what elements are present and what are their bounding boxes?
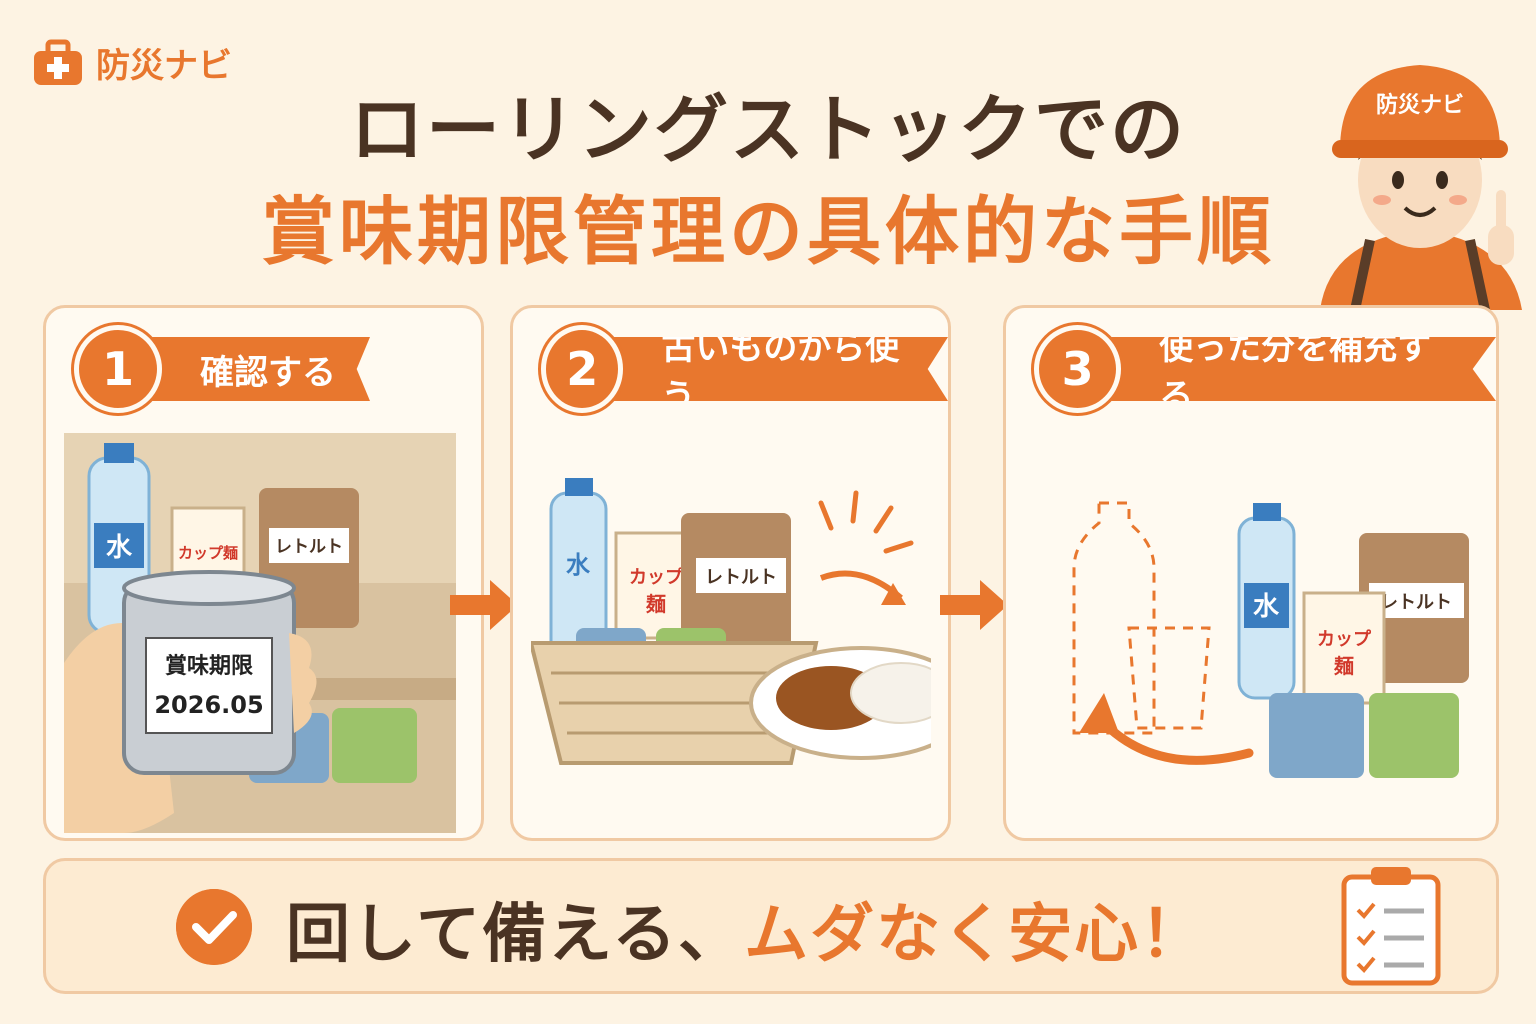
helmet-text: 防災ナビ [1376,93,1464,118]
replenish-illustration: 水 レトルト カップ 麺 [1072,501,1469,778]
step-panel-3: 3 使った分を補充する 水 レトルト カップ 麺 [1003,305,1499,841]
brand-logo: 防災ナビ [30,38,232,87]
step-label-2: 古いものから使う [609,337,948,401]
footer-message: 回して備える、ムダなく安心！ [286,883,1206,975]
footer-banner: 回して備える、ムダなく安心！ [43,858,1499,994]
cup-label-3-line2: 麺 [1333,654,1354,678]
logo-text: 防災ナビ [96,46,232,86]
step-number-2: 2 [541,325,624,413]
step-header-1: 1 確認する [74,325,370,413]
step-panel-1: 1 確認する 水 カップ麺 レトルト 賞味期限 2026.05 [43,305,484,841]
step-header-3: 3 使った分を補充する [1034,325,1496,413]
can-label-line2: 2026.05 [154,691,263,719]
water-label-2: 水 [566,551,591,579]
water-label-3: 水 [1253,592,1280,622]
use-oldest-illustration: 水 カップ 麺 レトルト [531,478,931,765]
water-label-1: 水 [106,533,133,563]
clipboard-checklist-icon [1341,867,1441,986]
cup-label-1: カップ麺 [178,544,238,562]
step-header-2: 2 古いものから使う [541,325,948,413]
arrow-right-icon [940,580,1008,630]
page-title-line2: 賞味期限管理の具体的な手順 [261,189,1275,275]
page-title-line1: ローリングストックでの [350,87,1186,173]
check-expiry-illustration: 水 カップ麺 レトルト 賞味期限 2026.05 [64,433,456,833]
arrow-right-icon [450,580,518,630]
retort-label-1: レトルト [275,537,343,557]
step-label-3: 使った分を補充する [1107,337,1496,401]
can-label-line1: 賞味期限 [165,653,253,679]
cup-label-2-line2: 麺 [645,592,666,616]
cup-label-3-line1: カップ [1317,628,1372,650]
cup-label-2-line1: カップ [629,566,684,588]
check-circle-icon [176,889,252,965]
step-number-1: 1 [74,325,162,413]
mascot-illustration: 防災ナビ [1320,65,1522,310]
step-label-1: 確認する [148,337,370,401]
footer-text-accent: ムダなく安心！ [744,898,1207,972]
first-aid-bag-icon [34,39,82,85]
step-panel-2: 2 古いものから使う 水 カップ 麺 レトルト [510,305,951,841]
retort-label-2: レトルト [705,567,777,588]
footer-text-main: 回して備える、 [286,898,745,972]
step-number-3: 3 [1034,325,1122,413]
retort-label-3: レトルト [1380,592,1452,613]
